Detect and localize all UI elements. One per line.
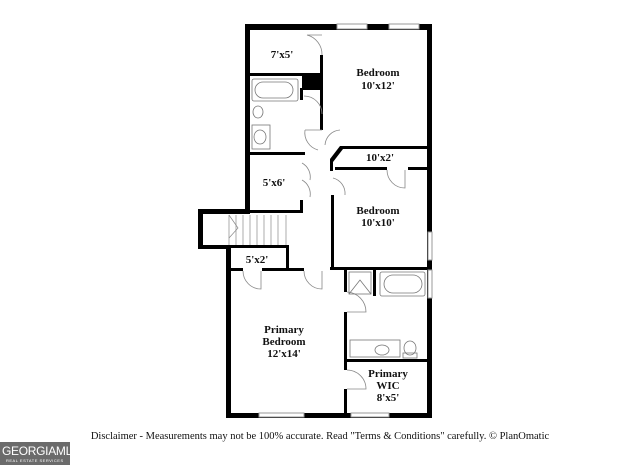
bedroom-1-size: 10'x12': [361, 80, 395, 92]
georgia-mls-logo: GEORGIAMLS REAL ESTATE SERVICES: [0, 442, 80, 465]
bedroom-1-name: Bedroom: [356, 67, 399, 79]
toilet-icon: [403, 340, 417, 356]
bedroom-2-name: Bedroom: [356, 205, 399, 217]
logo-subtext: REAL ESTATE SERVICES: [6, 458, 64, 463]
primary-bedroom-size: 12'x14': [267, 348, 301, 360]
fixtures: [251, 78, 426, 359]
bathtub-icon: [379, 271, 426, 297]
primary-wic-name-1: Primary: [368, 368, 408, 380]
closet-5x2-size: 5'x2': [246, 254, 269, 266]
primary-bedroom-name-2: Bedroom: [262, 336, 305, 348]
disclaimer: Disclaimer - Measurements may not be 100…: [90, 431, 550, 442]
shower-icon: [348, 271, 372, 295]
stairs: [228, 214, 287, 245]
toilet-icon: [252, 105, 264, 119]
logo-text: GEORGIAMLS: [2, 444, 80, 458]
sink-icon: [251, 124, 271, 150]
bathtub-icon: [251, 78, 299, 102]
primary-wic-name-2: WIC: [376, 380, 399, 392]
windows: [258, 23, 433, 418]
closet-5x6-size: 5'x6': [263, 177, 286, 189]
sink-icon: [349, 339, 401, 358]
closet-10x2-size: 10'x2': [366, 152, 394, 164]
bedroom-2-size: 10'x10': [361, 217, 395, 229]
primary-bedroom-name-1: Primary: [264, 324, 304, 336]
primary-wic-size: 8'x5': [377, 392, 400, 404]
closet-top-size: 7'x5': [271, 49, 294, 61]
